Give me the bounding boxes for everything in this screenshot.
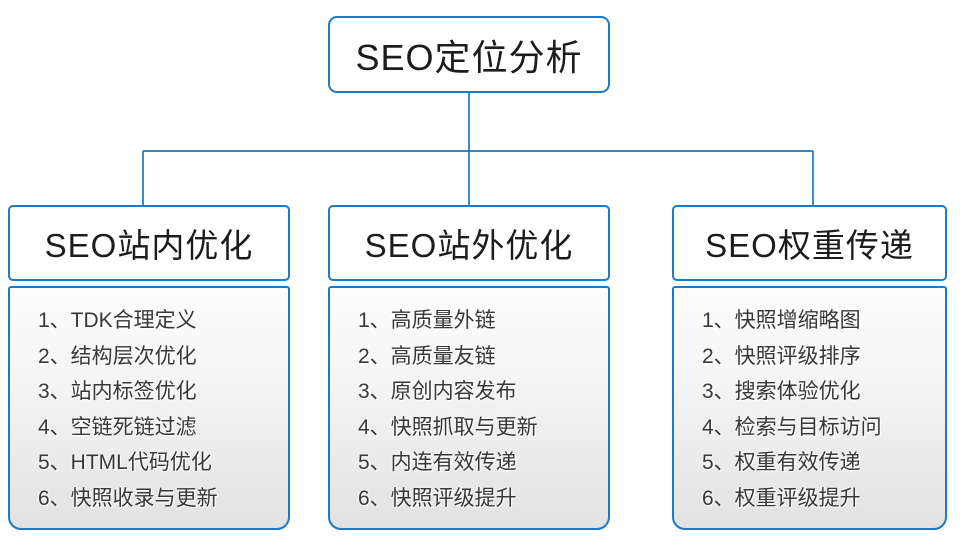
list-item: 3、搜索体验优化 [702, 380, 861, 403]
branch-title: SEO站外优化 [364, 227, 574, 264]
branch-title: SEO权重传递 [705, 227, 914, 264]
list-item: 4、快照抓取与更新 [358, 415, 538, 439]
branch-list-onsite: 1、TDK合理定义 2、结构层次优化 3、站内标签优化 4、空链死链过滤 5、H… [8, 286, 290, 530]
list-item: 6、快照收录与更新 [38, 486, 218, 510]
list-item: 1、TDK合理定义 [38, 309, 197, 332]
list-item: 6、权重评级提升 [702, 486, 861, 510]
branch-list-offsite: 1、高质量外链 2、高质量友链 3、原创内容发布 4、快照抓取与更新 5、内连有… [328, 286, 610, 530]
branch-header-weight: SEO权重传递 [672, 205, 947, 281]
list-item: 1、高质量外链 [358, 309, 496, 332]
list-item: 4、空链死链过滤 [38, 415, 197, 439]
branch-header-offsite: SEO站外优化 [328, 205, 610, 281]
list-item: 6、快照评级提升 [358, 486, 517, 510]
list-item: 2、快照评级排序 [702, 344, 861, 368]
branch-title: SEO站内优化 [44, 227, 254, 264]
branch-header-onsite: SEO站内优化 [8, 205, 290, 281]
branch-list-weight: 1、快照增缩略图 2、快照评级排序 3、搜索体验优化 4、检索与目标访问 5、权… [672, 286, 947, 530]
list-item: 3、原创内容发布 [358, 380, 517, 403]
root-node-title: SEO定位分析 [355, 36, 583, 78]
list-item: 2、高质量友链 [358, 344, 496, 368]
list-item: 5、HTML代码优化 [38, 451, 212, 474]
list-item: 2、结构层次优化 [38, 344, 197, 368]
list-item: 5、权重有效传递 [702, 451, 861, 474]
root-node: SEO定位分析 [328, 16, 610, 93]
list-item: 1、快照增缩略图 [702, 309, 861, 332]
list-item: 5、内连有效传递 [358, 451, 517, 474]
list-item: 3、站内标签优化 [38, 380, 197, 403]
list-item: 4、检索与目标访问 [702, 415, 882, 439]
